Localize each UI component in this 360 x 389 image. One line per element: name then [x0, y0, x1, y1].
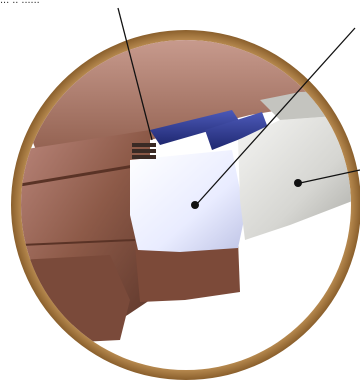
- white-cartridge: [130, 150, 245, 252]
- caption-partial-label: ... .. ......: [0, 0, 140, 7]
- vent-grille: [132, 143, 156, 159]
